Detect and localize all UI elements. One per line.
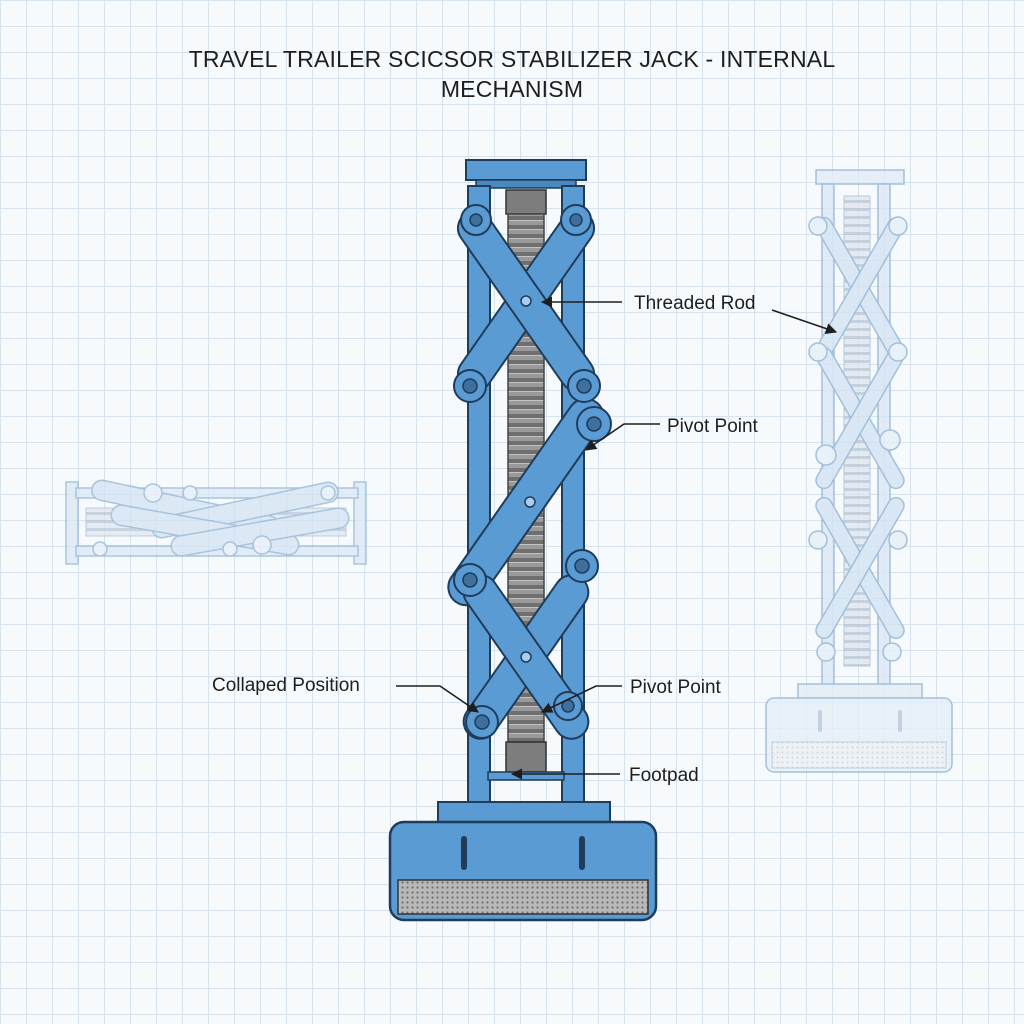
label-threaded-rod: Threaded Rod: [634, 293, 755, 314]
base-plate: [437, 801, 611, 825]
pivot-point-lower-leader: [540, 685, 622, 713]
scissor-arms: [447, 210, 605, 740]
threaded-rod-ghost-leader: [771, 309, 838, 335]
label-pivot-point-upper: Pivot Point: [667, 416, 759, 437]
top-mount-plate: [465, 159, 587, 181]
footpad: [388, 820, 658, 922]
collapsed-jack-ghost: [65, 479, 367, 565]
pivot-point-upper-leader: [585, 423, 660, 451]
collapsed-position-leader: [396, 685, 479, 713]
label-collapsed-position: Collaped Position: [212, 675, 360, 696]
callouts: [396, 296, 838, 780]
extended-jack-ghost: [765, 169, 953, 773]
diagram-title: TRAVEL TRAILER SCICSOR STABILIZER JACK -…: [188, 46, 836, 102]
label-pivot-point-lower: Pivot Point: [630, 677, 722, 698]
label-footpad: Footpad: [629, 765, 699, 786]
main-jack: [388, 159, 658, 922]
